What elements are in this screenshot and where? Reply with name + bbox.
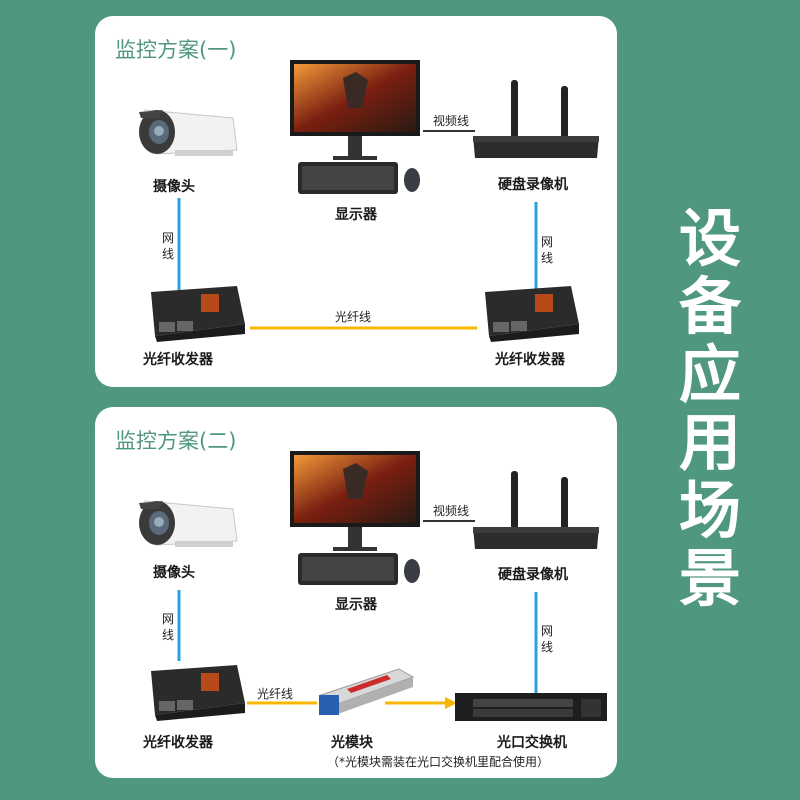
monitor-label: 显示器 — [335, 207, 377, 223]
nvr-label: 硬盘录像机 — [498, 567, 568, 583]
sfp-module-icon — [319, 668, 415, 715]
scheme-2-connections — [177, 520, 538, 709]
sfp-module-label: 光模块 — [331, 735, 373, 751]
nvr-router-icon — [473, 80, 599, 158]
camera-label: 摄像头 — [153, 179, 195, 195]
scheme-1-title: 监控方案(一) — [115, 38, 237, 62]
arrow-head — [445, 697, 457, 709]
transceiver-right-label: 光纤收发器 — [495, 352, 565, 368]
side-title-char: 用 — [678, 406, 741, 479]
camera-label: 摄像头 — [153, 565, 195, 581]
sfp-note: （*光模块需装在光口交换机里配合使用） — [327, 755, 550, 769]
fiber-transceiver-icon — [485, 286, 579, 342]
fiber-switch-icon — [455, 693, 607, 721]
switch-label: 光口交换机 — [497, 735, 567, 751]
scheme-1-panel: 监控方案(一) 摄像头 显示器 视频线 硬盘录像机 网线 — [95, 16, 617, 387]
side-title-char: 应 — [678, 338, 741, 411]
side-title-char: 设 — [678, 202, 741, 275]
side-title-char: 备 — [678, 270, 741, 343]
nvr-label: 硬盘录像机 — [498, 177, 568, 193]
side-title: 设 备 应 用 场 景 — [665, 205, 755, 613]
scheme-2-panel: 监控方案(二) 摄像头 显示器 视频线 硬盘录像机 网线 网线 — [95, 407, 617, 778]
video-cable-label: 视频线 — [433, 504, 470, 518]
network-cable-label: 网线 — [540, 624, 553, 654]
nvr-router-icon — [473, 471, 599, 549]
side-title-char: 场 — [678, 474, 741, 547]
side-title-char: 景 — [678, 542, 741, 615]
network-cable-label: 网线 — [161, 231, 174, 261]
transceiver-left-label: 光纤收发器 — [143, 352, 213, 368]
monitor-icon — [290, 60, 420, 194]
fiber-transceiver-icon — [151, 665, 245, 721]
monitor-icon — [290, 451, 420, 585]
network-cable-label: 网线 — [540, 235, 553, 265]
network-cable-label: 网线 — [161, 612, 174, 642]
fiber-cable-label: 光纤线 — [257, 687, 294, 701]
fiber-cable-label: 光纤线 — [335, 310, 372, 324]
video-cable-label: 视频线 — [433, 114, 470, 128]
monitor-label: 显示器 — [335, 597, 377, 613]
scheme-1-connections — [177, 130, 538, 330]
fiber-transceiver-icon — [151, 286, 245, 342]
camera-icon — [139, 109, 238, 156]
scheme-2-title: 监控方案(二) — [115, 429, 237, 453]
transceiver-label: 光纤收发器 — [143, 735, 213, 751]
camera-icon — [139, 500, 238, 547]
